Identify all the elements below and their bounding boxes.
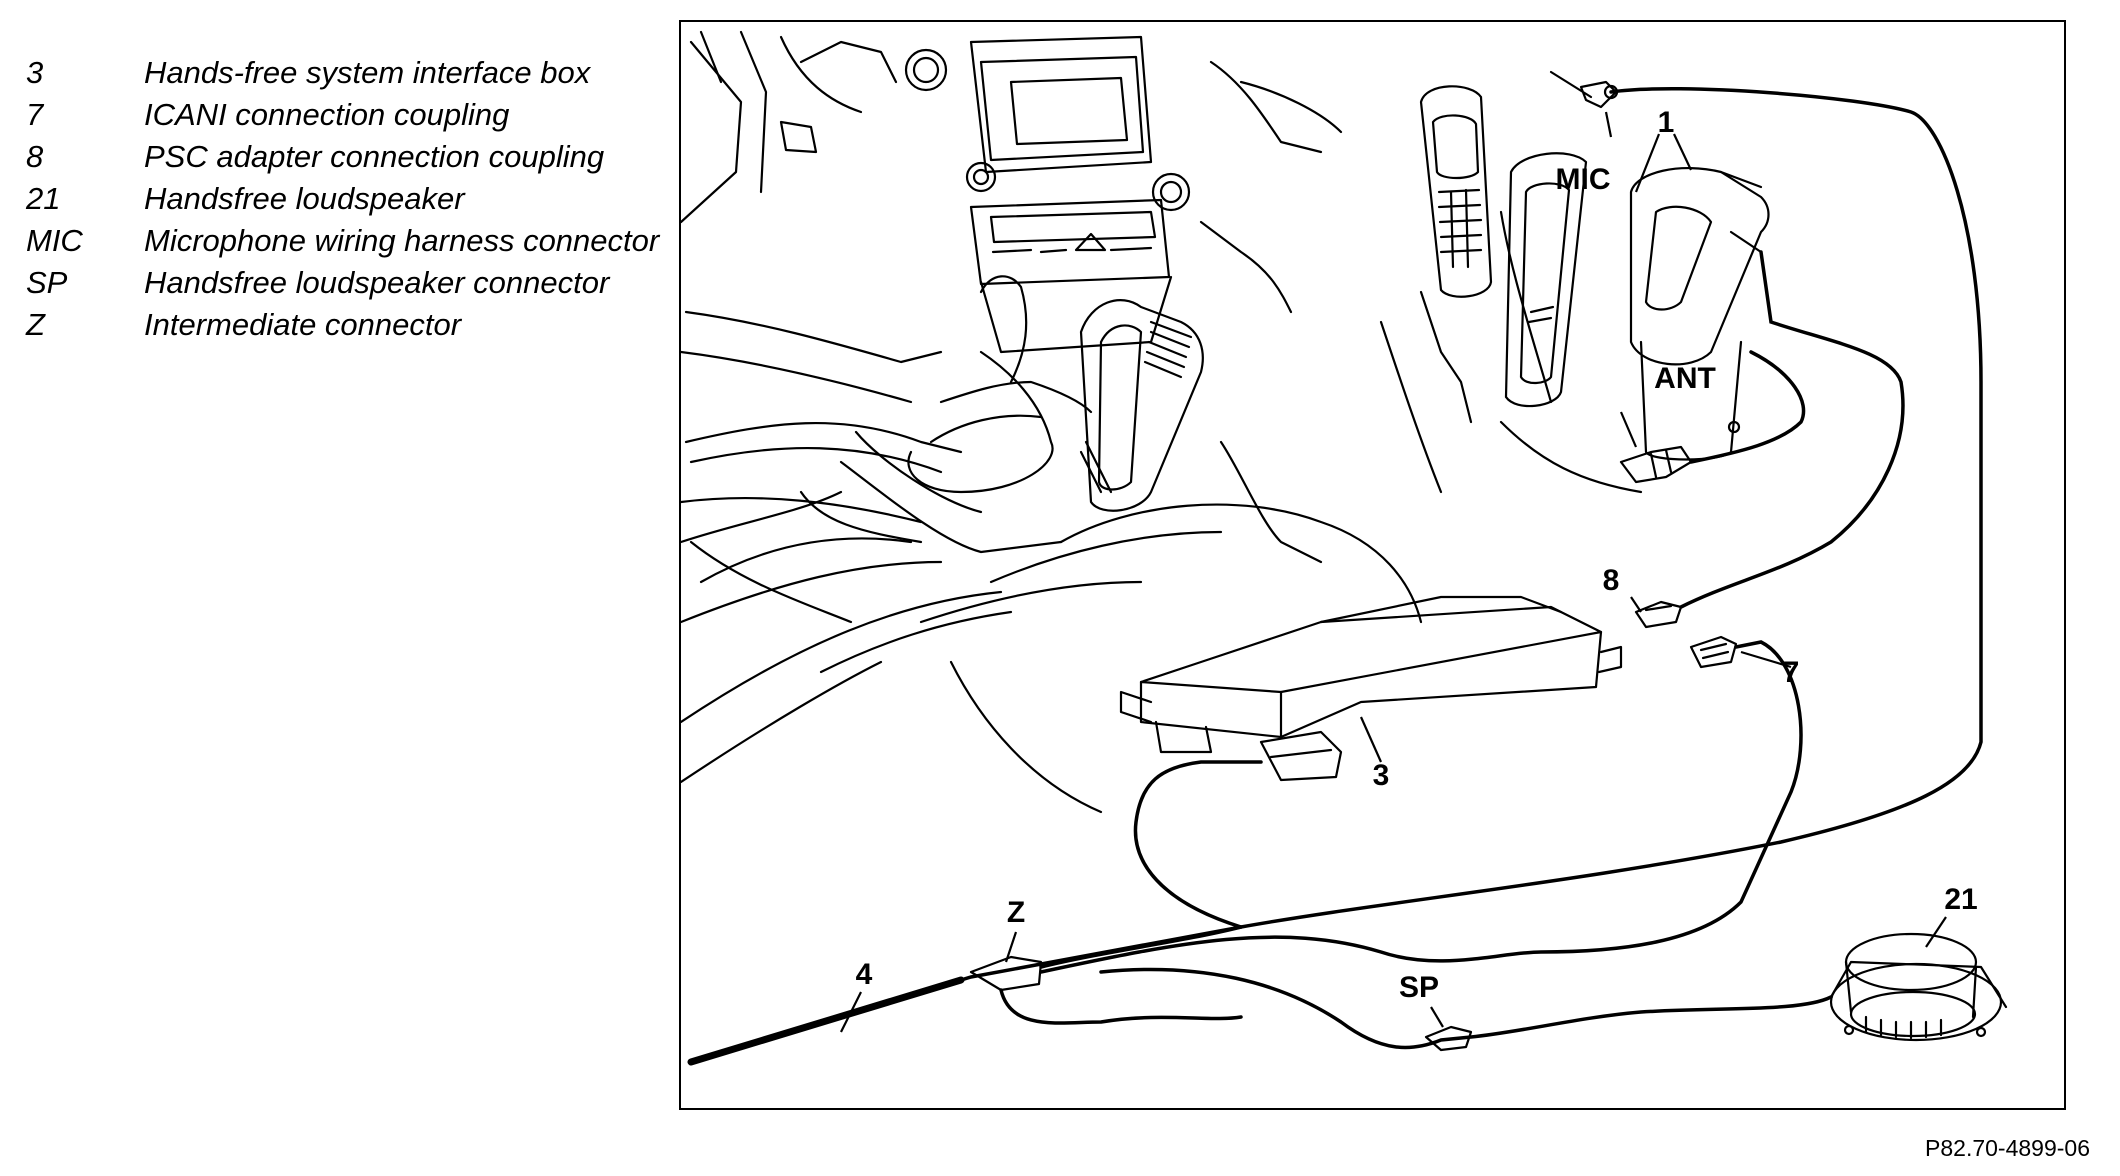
legend-code: 3 xyxy=(26,55,44,90)
legend-item-z: Z Intermediate connector xyxy=(26,304,666,346)
center-console-outline xyxy=(681,30,1003,784)
legend-description: Handsfree loudspeaker connector xyxy=(144,265,610,300)
legend-description: ICANI connection coupling xyxy=(144,97,510,132)
callout-7: 7 xyxy=(1783,656,1800,689)
callout-8: 8 xyxy=(1603,564,1620,597)
legend-code: 21 xyxy=(26,181,61,216)
legend-code: MIC xyxy=(26,223,83,258)
console-phone-cradle xyxy=(1079,299,1204,512)
callout-mic: MIC xyxy=(1556,163,1611,196)
cradle-adapter xyxy=(1629,166,1770,461)
legend-item-8: 8 PSC adapter connection coupling xyxy=(26,136,666,178)
head-unit xyxy=(965,35,1343,354)
mobile-phone xyxy=(1419,85,1493,298)
speaker-connector xyxy=(1424,1025,1473,1052)
legend-item-21: 21 Handsfree loudspeaker xyxy=(26,178,666,220)
connector-7 xyxy=(1689,635,1738,669)
gear-selector xyxy=(689,275,1093,624)
legend-item-7: 7 ICANI connection coupling xyxy=(26,94,666,136)
callout-labels: 1 MIC ANT 8 7 3 21 Z 4 SP xyxy=(856,106,1978,1004)
wiring-harness xyxy=(689,87,1983,1064)
legend-code: 8 xyxy=(26,139,44,174)
callout-4: 4 xyxy=(856,958,873,991)
callout-leaders xyxy=(840,111,1947,1033)
seat-outline xyxy=(819,210,1643,814)
legend-description: Intermediate connector xyxy=(144,307,462,342)
phone-cradle xyxy=(1504,152,1588,408)
legend-code: Z xyxy=(26,307,45,342)
callout-21: 21 xyxy=(1944,883,1977,916)
legend-code: 7 xyxy=(26,97,44,132)
loudspeaker xyxy=(1829,932,2008,1042)
legend-item-mic: MIC Microphone wiring harness connector xyxy=(26,220,666,262)
antenna-connector xyxy=(1619,445,1693,484)
callout-3: 3 xyxy=(1373,759,1390,792)
legend-description: Handsfree loudspeaker xyxy=(144,181,465,216)
callout-z: Z xyxy=(1007,896,1025,929)
microphone-connector xyxy=(1549,70,1619,109)
figure-identifier: P82.70-4899-06 xyxy=(1925,1135,2090,1161)
legend: 3 Hands-free system interface box 7 ICAN… xyxy=(26,52,666,346)
legend-item-sp: SP Handsfree loudspeaker connector xyxy=(26,262,666,304)
callout-ant: ANT xyxy=(1654,362,1716,395)
callout-1: 1 xyxy=(1658,106,1675,139)
legend-description: Microphone wiring harness connector xyxy=(144,223,660,258)
legend-description: PSC adapter connection coupling xyxy=(144,139,605,174)
box-connector xyxy=(1259,730,1343,782)
diagram-frame: 1 MIC ANT 8 7 3 21 Z 4 SP xyxy=(679,20,2066,1110)
callout-sp: SP xyxy=(1399,971,1439,1004)
wire-bundle-4 xyxy=(687,976,965,1066)
legend-item-3: 3 Hands-free system interface box xyxy=(26,52,666,94)
legend-description: Hands-free system interface box xyxy=(144,55,591,90)
legend-code: SP xyxy=(26,265,68,300)
interface-box xyxy=(1119,595,1623,754)
wiring-diagram: 1 MIC ANT 8 7 3 21 Z 4 SP xyxy=(681,30,2008,1066)
connector-8 xyxy=(1634,600,1683,629)
